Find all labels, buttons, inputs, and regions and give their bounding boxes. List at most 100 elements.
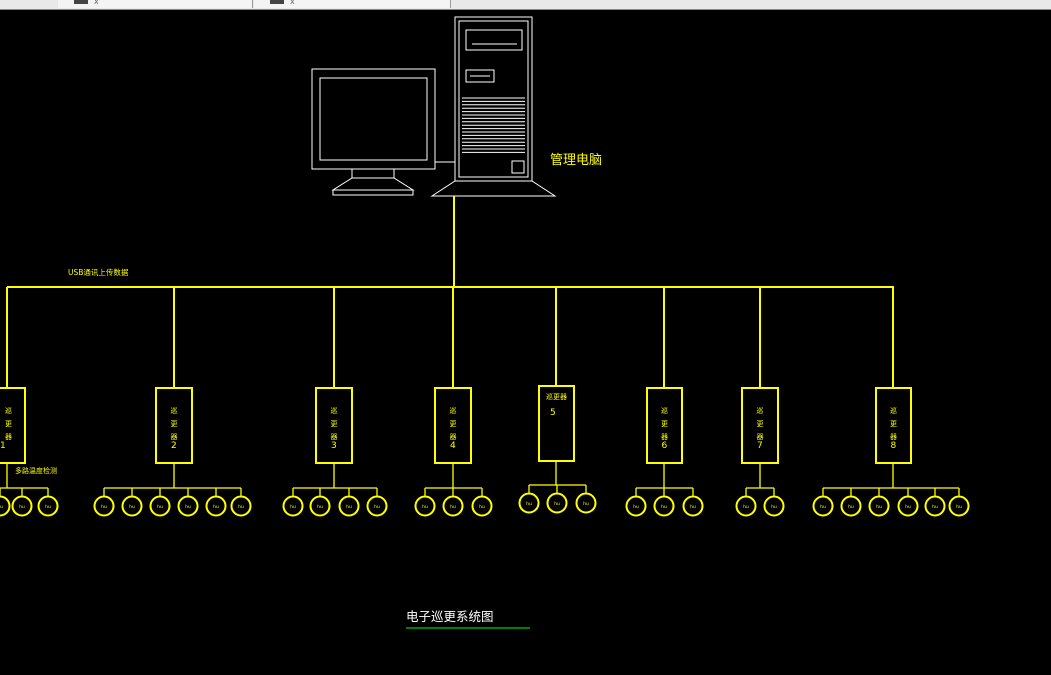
- controller-name-char: 巡: [331, 406, 338, 415]
- sensor-tag: hu: [932, 504, 938, 510]
- sensor-tag: hu: [101, 504, 107, 510]
- sensor-tag: hu: [820, 504, 826, 510]
- sensor-node: [414, 495, 436, 517]
- sensor-tag: hu: [422, 504, 428, 510]
- sensor-tag: hu: [238, 504, 244, 510]
- sensor-node: [653, 495, 675, 517]
- sensor-node: [546, 492, 568, 514]
- bus-label: USB通讯上传数据: [68, 267, 129, 277]
- controller-name-char: 更: [171, 420, 178, 428]
- controller-name: 巡更器: [546, 392, 567, 401]
- drawing-file-icon: [270, 0, 284, 4]
- controller-name-char: 器: [757, 433, 764, 441]
- controller-name-char: 巡: [171, 406, 178, 415]
- computer-label: 管理电脑: [550, 153, 602, 168]
- sensor-node: [763, 495, 785, 517]
- tab-drawing-2[interactable]: x: [254, 0, 451, 8]
- sensor-label: 多路温度检测: [15, 466, 57, 475]
- controller-number: 8: [891, 441, 897, 451]
- controller-name-char: 更: [890, 420, 897, 428]
- sensor-node: [868, 495, 890, 517]
- sensor-tag: hu: [526, 501, 532, 507]
- sensor-node: [625, 495, 647, 517]
- tab-label: x: [94, 0, 99, 6]
- controller-number: 5: [550, 408, 556, 418]
- sensor-node: [11, 495, 33, 517]
- sensor-tag: hu: [848, 504, 854, 510]
- sensor-tag: hu: [661, 504, 667, 510]
- controller-number: 4: [450, 441, 456, 451]
- sensor-tag: hu: [690, 504, 696, 510]
- controller-name-char: 更: [757, 420, 764, 428]
- controller-name-char: 更: [450, 420, 457, 428]
- sensor-node: [366, 495, 388, 517]
- sensor-tag: hu: [0, 504, 3, 510]
- sensor-node: [924, 495, 946, 517]
- tab-drawing-1[interactable]: x: [58, 0, 253, 8]
- sensor-tag: hu: [583, 501, 589, 507]
- sensor-node: [309, 495, 331, 517]
- controller-name-char: 更: [661, 420, 668, 428]
- sensor-tag: hu: [743, 504, 749, 510]
- sensor-tag: hu: [876, 504, 882, 510]
- sensor-node: [93, 495, 115, 517]
- controller-name-char: 更: [5, 420, 12, 428]
- controller-1: 巡更器1huhuhu: [0, 287, 59, 517]
- controller-number: 3: [331, 441, 337, 451]
- sensor-node: [0, 495, 11, 517]
- controller-name-char: 器: [890, 433, 897, 441]
- sensor-node: [840, 495, 862, 517]
- sensor-tag: hu: [157, 504, 163, 510]
- sensor-node: [230, 495, 252, 517]
- controller-name-char: 器: [171, 433, 178, 441]
- sensor-node: [735, 495, 757, 517]
- controller-number: 2: [171, 441, 177, 451]
- sensor-node: [575, 492, 597, 514]
- sensor-tag: hu: [554, 501, 560, 507]
- controller-name-char: 巡: [890, 406, 897, 415]
- sensor-node: [37, 495, 59, 517]
- controller-name-char: 器: [450, 433, 457, 441]
- sensor-tag: hu: [479, 504, 485, 510]
- sensor-tag: hu: [633, 504, 639, 510]
- sensor-node: [518, 492, 540, 514]
- sensor-tag: hu: [19, 504, 25, 510]
- controller-box: [0, 387, 26, 464]
- controller-name-char: 器: [661, 433, 668, 441]
- controller-name-char: 器: [331, 433, 338, 441]
- computer-tower-icon: [430, 16, 557, 197]
- sensor-node: [471, 495, 493, 517]
- tab-bar: x x: [0, 0, 1051, 10]
- sensor-tag: hu: [213, 504, 219, 510]
- sensor-node: [205, 495, 227, 517]
- controller-number: 7: [757, 441, 763, 451]
- controller-name-char: 巡: [661, 406, 668, 415]
- sensor-node: [442, 495, 464, 517]
- sensor-tag: hu: [45, 504, 51, 510]
- controller-name-char: 器: [5, 433, 12, 441]
- sensor-tag: hu: [346, 504, 352, 510]
- sensor-node: [812, 495, 834, 517]
- sensor-node: [121, 495, 143, 517]
- sensor-node: [682, 495, 704, 517]
- sensor-tag: hu: [290, 504, 296, 510]
- sensor-node: [948, 495, 970, 517]
- sensor-tag: hu: [771, 504, 777, 510]
- sensor-tag: hu: [956, 504, 962, 510]
- sensor-node: [897, 495, 919, 517]
- controller-number: 6: [662, 441, 668, 451]
- sensor-tag: hu: [317, 504, 323, 510]
- sensor-tag: hu: [905, 504, 911, 510]
- controller-name-char: 巡: [757, 406, 764, 415]
- sensor-node: [177, 495, 199, 517]
- sensor-node: [282, 495, 304, 517]
- tab-label: x: [290, 0, 295, 6]
- controller-5: 巡更器 5 hu hu hu: [518, 287, 597, 514]
